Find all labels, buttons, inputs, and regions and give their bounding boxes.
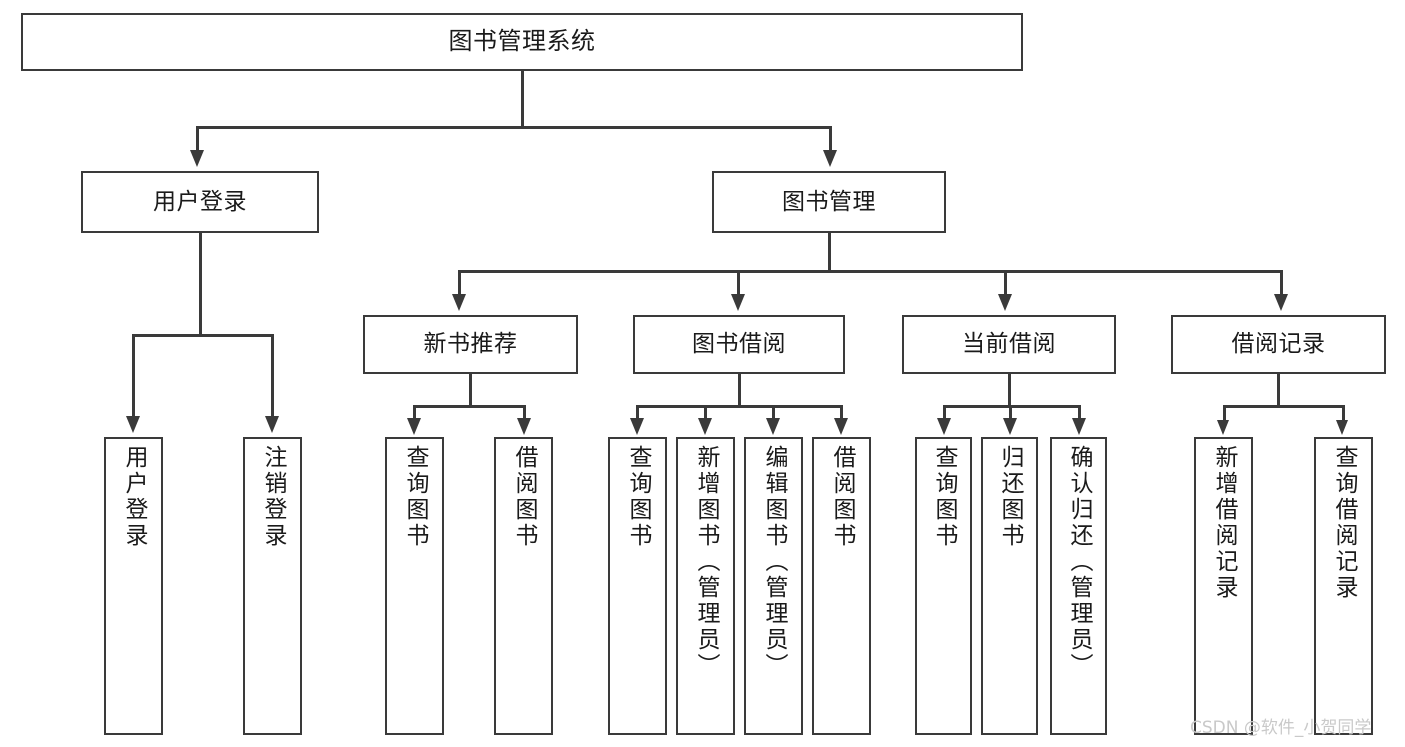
connector-current-borrow-bar <box>944 405 1080 408</box>
arrow-book-borrow-child-2 <box>698 418 712 435</box>
connector-current-borrow-child-1 <box>943 405 946 420</box>
node-current-borrow[interactable]: 当前借阅 <box>902 315 1116 374</box>
leaf-records-add-record[interactable]: 新增借阅记录 <box>1194 437 1253 735</box>
arrow-user-login-child-2 <box>265 416 279 433</box>
connector-user-login-bar <box>133 334 273 337</box>
arrow-book-borrow-child-4 <box>834 418 848 435</box>
arrow-book-borrow-child-1 <box>630 418 644 435</box>
node-label: 注销登录 <box>260 445 286 549</box>
arrow-current-borrow-child-3 <box>1072 418 1086 435</box>
connector-root-stem <box>521 71 524 126</box>
leaf-logout-login[interactable]: 注销登录 <box>243 437 302 735</box>
arrow-new-book-child-1 <box>407 418 421 435</box>
leaf-borrow-query-book[interactable]: 查询图书 <box>608 437 667 735</box>
connector-book-borrow-child-2 <box>704 405 707 420</box>
connector-book-manage-stem <box>828 233 831 271</box>
connector-user-login-child-2 <box>271 334 274 418</box>
arrow-to-current-borrow <box>998 294 1012 311</box>
connector-user-login-stem <box>199 233 202 335</box>
node-label: 图书管理系统 <box>448 27 596 56</box>
connector-to-book-borrow <box>737 270 740 296</box>
connector-book-borrow-stem <box>738 374 741 406</box>
node-label: 新增借阅记录 <box>1211 445 1237 601</box>
node-label: 借阅图书 <box>511 445 537 549</box>
connector-borrow-records-bar <box>1224 405 1344 408</box>
node-label: 图书管理 <box>782 188 876 215</box>
node-user-login[interactable]: 用户登录 <box>81 171 319 233</box>
watermark: CSDN @软件_小贺同学 <box>1190 718 1372 738</box>
connector-new-book-bar <box>414 405 525 408</box>
connector-to-current-borrow <box>1004 270 1007 296</box>
arrow-new-book-child-2 <box>517 418 531 435</box>
connector-book-borrow-child-1 <box>636 405 639 420</box>
arrow-to-book-borrow <box>731 294 745 311</box>
node-borrow-records[interactable]: 借阅记录 <box>1171 315 1386 374</box>
node-book-borrow[interactable]: 图书借阅 <box>633 315 845 374</box>
arrow-borrow-records-child-2 <box>1336 420 1348 435</box>
arrow-to-book-manage <box>823 150 837 167</box>
node-label: 当前借阅 <box>962 331 1056 358</box>
arrow-to-user-login <box>190 150 204 167</box>
node-label: 用户登录 <box>153 188 247 215</box>
connector-root-bar <box>197 126 832 129</box>
connector-borrow-records-child-1 <box>1223 405 1226 422</box>
node-label: 查询图书 <box>625 445 651 549</box>
leaf-user-login[interactable]: 用户登录 <box>104 437 163 735</box>
arrow-user-login-child-1 <box>126 416 140 433</box>
connector-to-borrow-records <box>1280 270 1283 296</box>
leaf-newbook-query-book[interactable]: 查询图书 <box>385 437 444 735</box>
arrow-book-borrow-child-3 <box>766 418 780 435</box>
leaf-current-query-book[interactable]: 查询图书 <box>915 437 972 735</box>
arrow-to-new-book <box>452 294 466 311</box>
node-label: 编辑图书（管理员） <box>761 445 787 679</box>
leaf-current-confirm-return-admin[interactable]: 确认归还（管理员） <box>1050 437 1107 735</box>
arrow-to-borrow-records <box>1274 294 1288 311</box>
connector-to-user-login <box>196 126 199 152</box>
connector-book-manage-bar <box>458 270 1282 273</box>
leaf-borrow-add-book-admin[interactable]: 新增图书（管理员） <box>676 437 735 735</box>
connector-book-borrow-bar <box>637 405 842 408</box>
arrow-current-borrow-child-2 <box>1003 418 1017 435</box>
connector-borrow-records-child-2 <box>1342 405 1345 422</box>
connector-current-borrow-child-3 <box>1078 405 1081 420</box>
connector-new-book-stem <box>469 374 472 406</box>
node-label: 查询图书 <box>402 445 428 549</box>
connector-to-book-manage <box>829 126 832 152</box>
node-new-book-recommend[interactable]: 新书推荐 <box>363 315 578 374</box>
leaf-borrow-edit-book-admin[interactable]: 编辑图书（管理员） <box>744 437 803 735</box>
node-label: 借阅记录 <box>1231 331 1326 358</box>
node-label: 确认归还（管理员） <box>1066 445 1092 679</box>
connector-new-book-child-2 <box>523 405 526 420</box>
node-label: 查询图书 <box>931 445 957 549</box>
leaf-records-query-record[interactable]: 查询借阅记录 <box>1314 437 1373 735</box>
leaf-newbook-borrow-book[interactable]: 借阅图书 <box>494 437 553 735</box>
node-label: 图书借阅 <box>692 331 786 358</box>
connector-to-new-book <box>458 270 461 296</box>
connector-current-borrow-stem <box>1008 374 1011 406</box>
connector-user-login-child-1 <box>132 334 135 418</box>
node-label: 新书推荐 <box>423 331 518 358</box>
connector-borrow-records-stem <box>1277 374 1280 406</box>
connector-current-borrow-child-2 <box>1009 405 1012 420</box>
node-root-system[interactable]: 图书管理系统 <box>21 13 1023 71</box>
connector-book-borrow-child-3 <box>772 405 775 420</box>
node-label: 查询借阅记录 <box>1331 445 1357 601</box>
arrow-current-borrow-child-1 <box>937 418 951 435</box>
connector-new-book-child-1 <box>413 405 416 420</box>
node-label: 归还图书 <box>997 445 1023 549</box>
node-label: 借阅图书 <box>829 445 855 549</box>
leaf-borrow-borrow-book[interactable]: 借阅图书 <box>812 437 871 735</box>
node-label: 用户登录 <box>121 445 147 549</box>
arrow-borrow-records-child-1 <box>1217 420 1229 435</box>
connector-book-borrow-child-4 <box>840 405 843 420</box>
node-book-management[interactable]: 图书管理 <box>712 171 946 233</box>
node-label: 新增图书（管理员） <box>693 445 719 679</box>
leaf-current-return-book[interactable]: 归还图书 <box>981 437 1038 735</box>
